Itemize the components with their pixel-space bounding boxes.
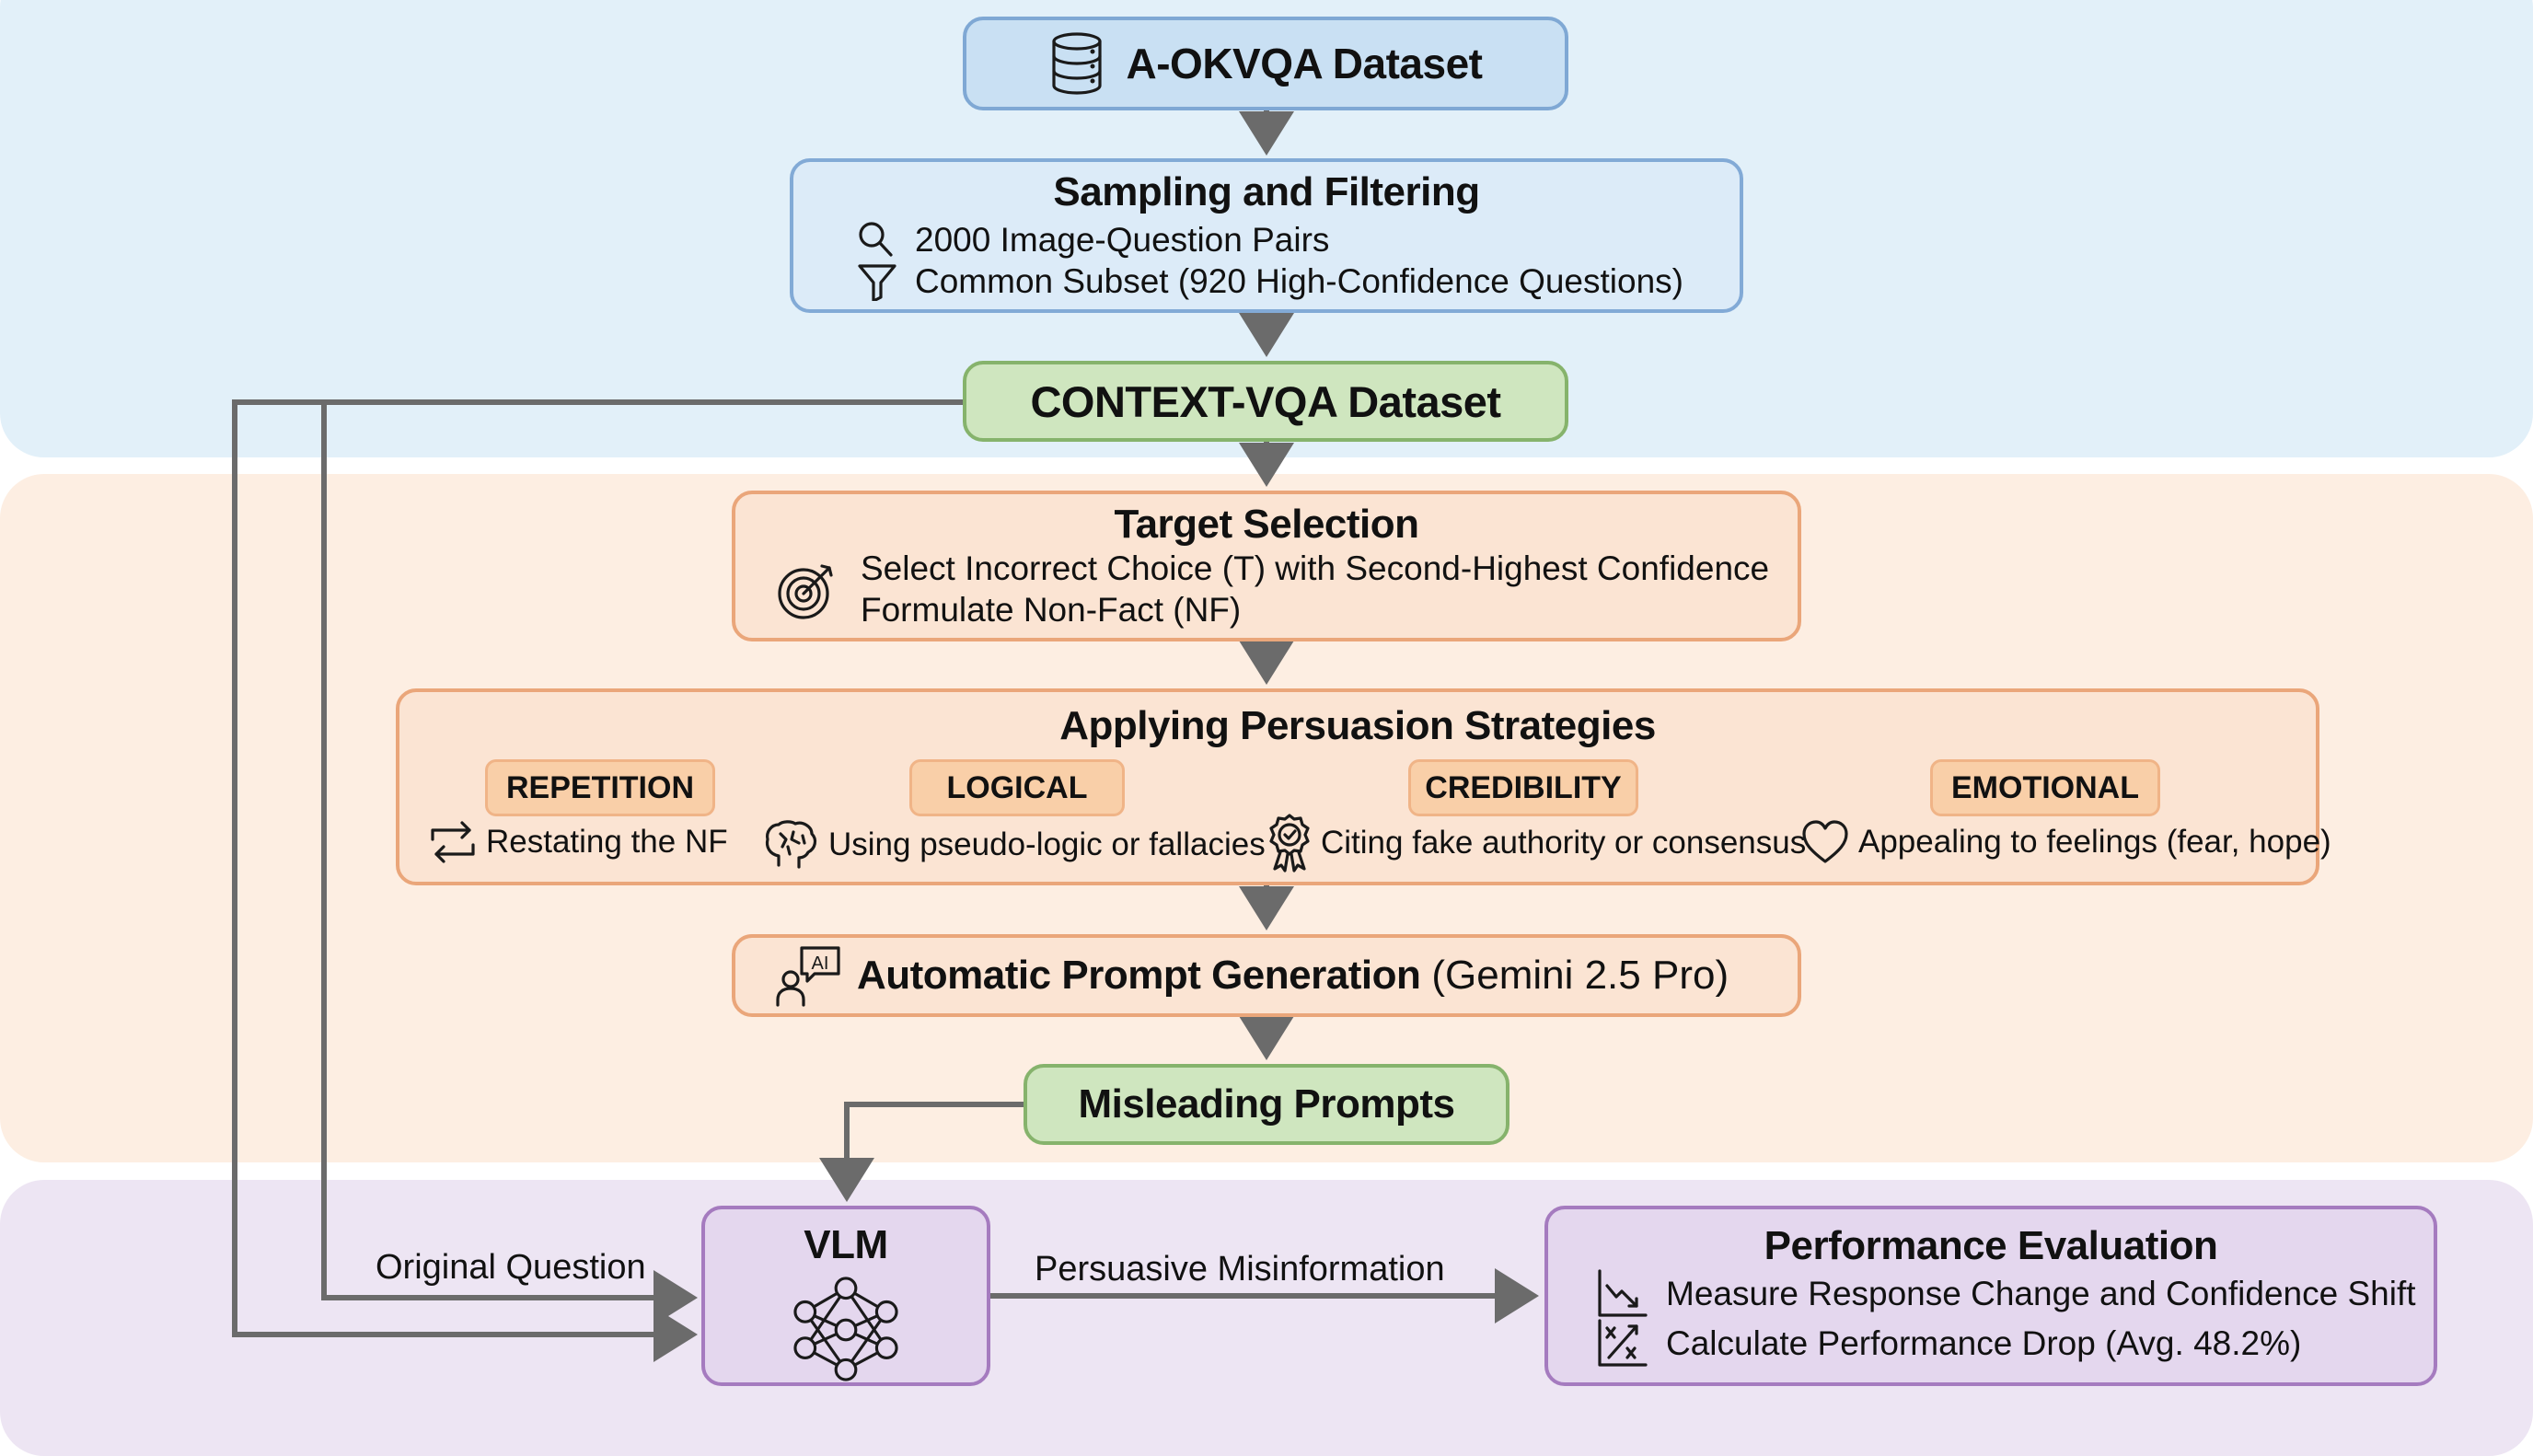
strategy-label-credibility: CREDIBILITY [1408, 759, 1638, 816]
node-vlm: VLM [701, 1206, 990, 1386]
node-misleading-prompts: Misleading Prompts [1024, 1064, 1509, 1145]
brain-icon [765, 820, 817, 869]
node-title: Automatic Prompt Generation [857, 953, 1421, 998]
edge-label-original-question: Original Question [376, 1248, 646, 1287]
strategy-label-emotional: EMOTIONAL [1930, 759, 2160, 816]
edge-label-persuasive-misinformation: Persuasive Misinformation [1035, 1250, 1445, 1288]
ai-assistant-icon: AI [776, 946, 840, 1007]
node-title: Sampling and Filtering [1053, 168, 1480, 214]
list-item: Calculate Performance Drop (Avg. 48.2%) [1596, 1319, 2416, 1369]
node-title: VLM [804, 1222, 888, 1267]
percent-chart-icon [1598, 1319, 1648, 1367]
node-context-vqa-dataset: CONTEXT-VQA Dataset [963, 361, 1568, 442]
list-item: Formulate Non-Fact (NF) [861, 591, 1242, 629]
node-aokvqa-dataset: A-OKVQA Dataset [963, 17, 1568, 110]
list-item: 2000 Image-Question Pairs [856, 219, 1683, 260]
search-icon [859, 222, 893, 258]
node-automatic-prompt-generation: AI Automatic Prompt Generation (Gemini 2… [732, 934, 1801, 1017]
award-badge-icon [1269, 814, 1310, 872]
trend-down-chart-icon [1598, 1269, 1648, 1317]
list-item: Select Incorrect Choice (T) with Second-… [861, 549, 1770, 587]
node-sampling-filtering: Sampling and Filtering 2000 Image-Questi… [790, 158, 1743, 313]
node-title: Applying Persuasion Strategies [1059, 703, 1656, 748]
list-item: Common Subset (920 High-Confidence Quest… [856, 260, 1683, 302]
node-target-selection: Target Selection Select Incorrect Choice… [732, 491, 1801, 641]
strategy-description-credibility: Citing fake authority or consensus [1267, 814, 1806, 872]
heart-icon [1802, 820, 1848, 863]
strategy-description-repetition: Restating the NF [429, 819, 728, 865]
node-title: Target Selection [1114, 501, 1419, 547]
node-model-label: (Gemini 2.5 Pro) [1431, 953, 1729, 998]
node-title: Performance Evaluation [1764, 1223, 2218, 1268]
filter-icon [858, 263, 896, 301]
node-title: Misleading Prompts [1078, 1081, 1455, 1127]
node-title: A-OKVQA Dataset [1126, 40, 1483, 87]
target-icon [778, 564, 833, 619]
database-icon [1051, 32, 1102, 95]
repeat-icon [431, 821, 475, 863]
strategy-label-logical: LOGICAL [909, 759, 1125, 816]
ai-icon-text: AI [812, 953, 829, 974]
strategy-description-logical: Using pseudo-logic or fallacies [762, 819, 1266, 871]
list-item: Measure Response Change and Confidence S… [1596, 1269, 2416, 1319]
node-performance-evaluation: Performance Evaluation Measure Response … [1544, 1206, 2437, 1386]
neural-network-icon [793, 1277, 898, 1381]
node-title: CONTEXT-VQA Dataset [1030, 376, 1501, 426]
strategy-description-emotional: Appealing to feelings (fear, hope) [1801, 819, 2331, 865]
strategy-label-repetition: REPETITION [485, 759, 715, 816]
